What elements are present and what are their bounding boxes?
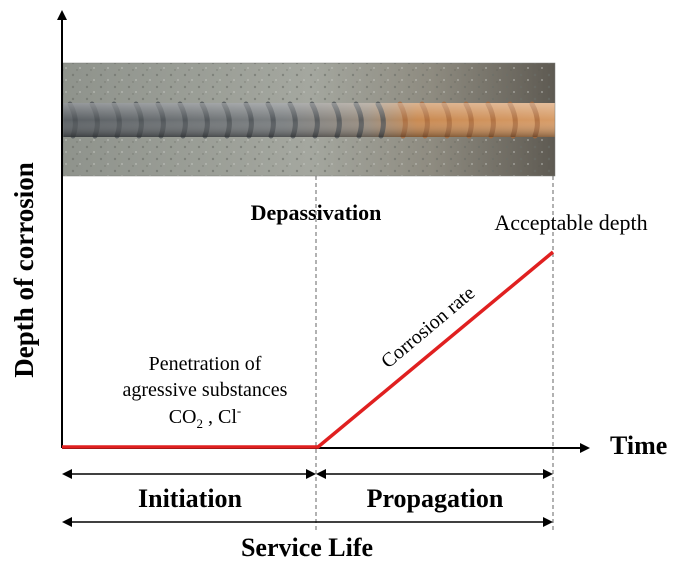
corrosion-depth-curve [62,250,555,449]
rebar-concrete-photo [62,62,556,177]
penetration-line-2: agressive substances [123,379,288,401]
co2-label: CO [169,406,197,428]
cl-superscript: - [237,403,241,418]
cl-label: Cl [218,406,237,428]
initiation-label: Initiation [138,484,243,513]
formula-separator: , [203,406,218,428]
service-life-label: Service Life [241,533,373,562]
y-axis-label: Depth of corrosion [9,162,39,378]
propagation-label: Propagation [367,484,504,513]
penetration-formulas: CO2 , Cl- [169,403,242,431]
depassivation-label: Depassivation [251,200,382,225]
co2-subscript: 2 [197,416,204,431]
acceptable-depth-label: Acceptable depth [494,210,647,235]
x-axis-label: Time [610,431,667,460]
penetration-line-1: Penetration of [149,353,262,375]
penetration-annotation: Penetration of agressive substances CO2 … [123,353,288,431]
